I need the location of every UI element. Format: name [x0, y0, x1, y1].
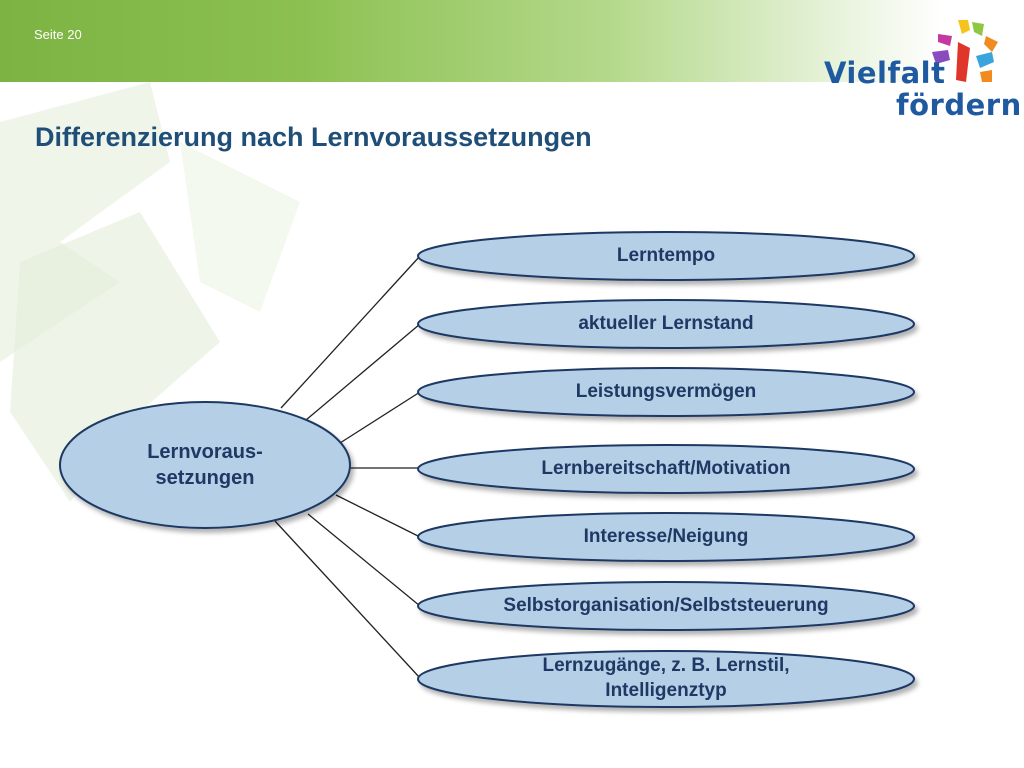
center-node-line1: Lernvoraus- [147, 441, 263, 463]
connector-line [274, 520, 421, 679]
branch-node-lerntempo: Lerntempo [616, 244, 716, 266]
branch-node-shape [417, 367, 915, 417]
branch-node-lernzugaenge-line1: Lernzugänge, z. B. Lernstil, [542, 655, 790, 677]
logo-hands-icon [932, 20, 998, 82]
branch-node-shape [417, 512, 915, 562]
connector-line [339, 391, 421, 444]
branch-node-lernstand: aktueller Lernstand [578, 312, 754, 334]
branch-node-shape [417, 299, 915, 349]
connector-line [280, 255, 421, 409]
slide-title: Differenzierung nach Lernvoraussetzungen [35, 122, 592, 152]
header-bar [0, 0, 1024, 82]
branch-node-shape [417, 581, 915, 631]
branch-node-shape [417, 231, 915, 281]
branch-node-leistungsvermoegen: Leistungsvermögen [575, 380, 757, 402]
center-node-line2: setzungen [155, 467, 255, 489]
logo-text-line1: Vielfalt [824, 56, 946, 90]
vielfalt-foerdern-logo: Vielfalt fördern [820, 16, 1021, 126]
branch-node-selbstorganisation: Selbstorganisation/Selbststeuerung [503, 594, 829, 616]
branch-node-interesse: Interesse/Neigung [583, 525, 749, 547]
logo-text-line2: fördern [896, 88, 1022, 122]
page-number: Seite 20 [34, 27, 82, 42]
center-node-shape [59, 401, 351, 529]
background-leaf-decoration [0, 82, 300, 502]
connector-line [305, 323, 421, 421]
branch-node-lernbereitschaft: Lernbereitschaft/Motivation [541, 457, 791, 479]
connector-line [307, 513, 421, 607]
branch-node-lernzugaenge: Lernzugänge, z. B. Lernstil, Intelligenz… [418, 651, 914, 707]
center-node-label: Lernvoraus- setzungen [60, 402, 350, 528]
branch-node-shape [417, 444, 915, 494]
branch-node-lernzugaenge-line2: Intelligenztyp [605, 680, 727, 701]
branch-node-shape [417, 650, 915, 708]
connector-line [335, 494, 421, 538]
